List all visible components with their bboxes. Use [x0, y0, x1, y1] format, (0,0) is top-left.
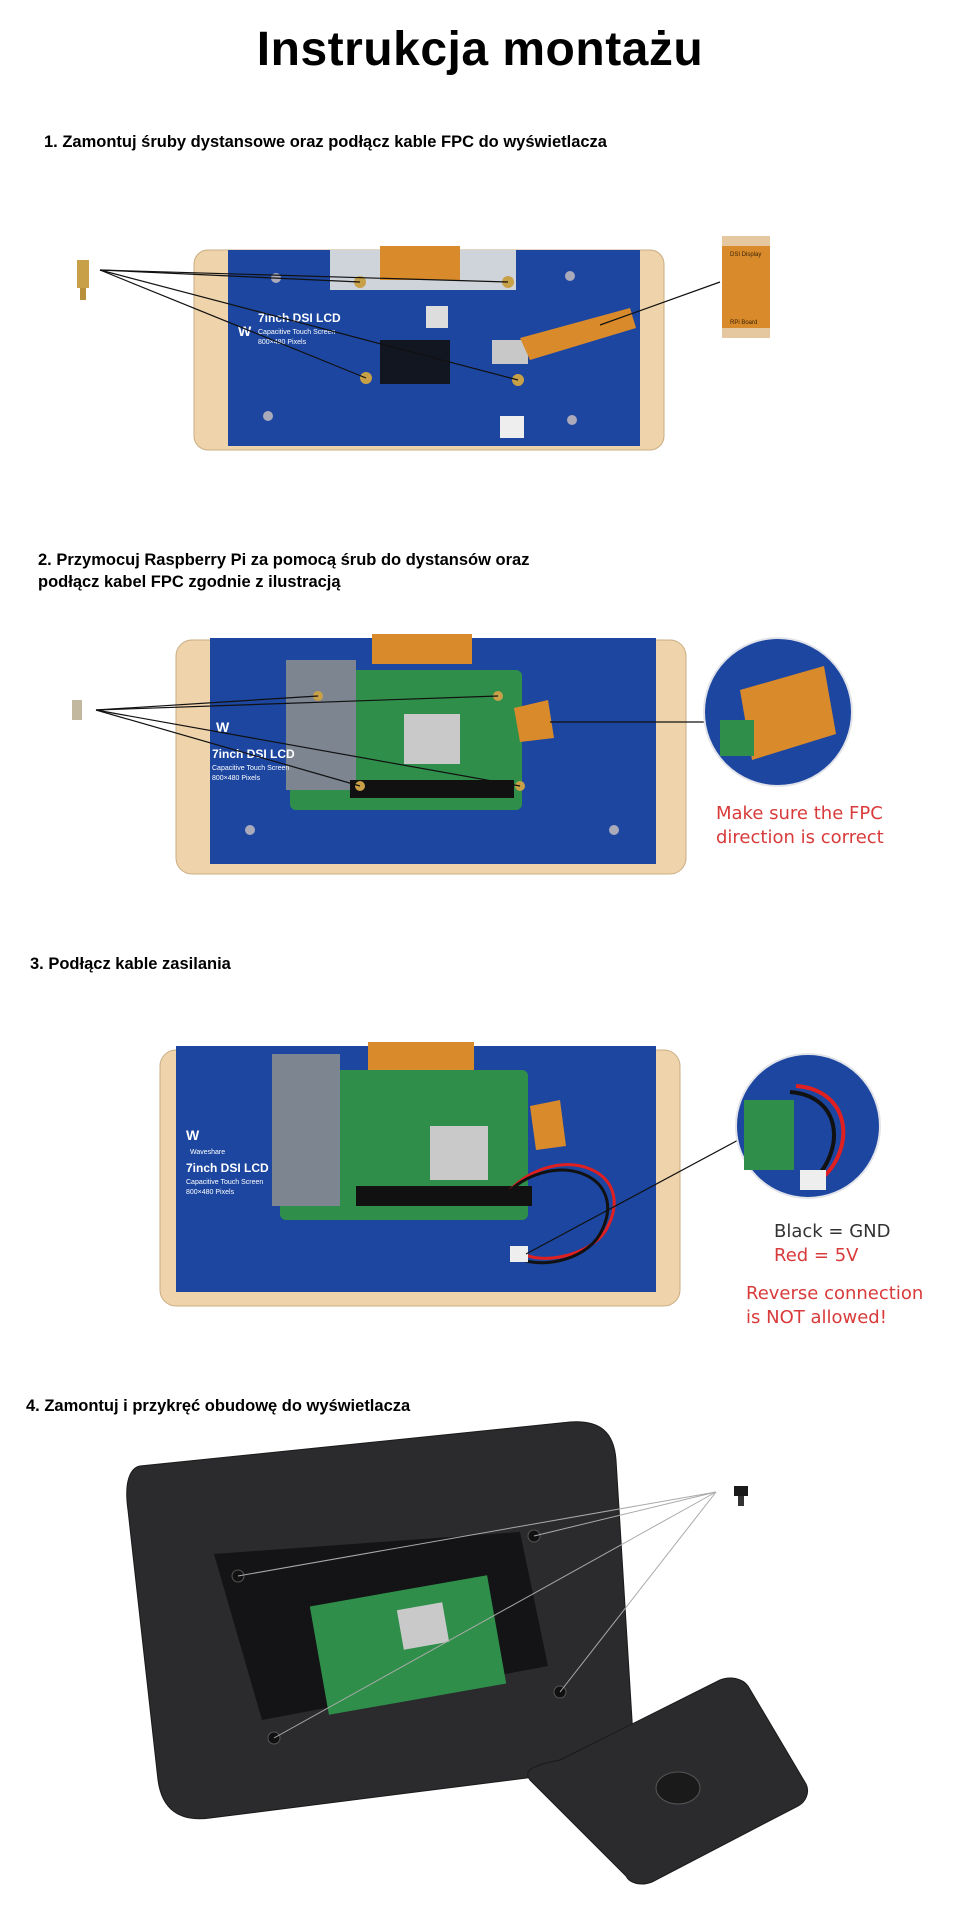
- top-fpc-connector: [368, 1042, 474, 1072]
- step-1-heading: 1. Zamontuj śruby dystansowe oraz podłąc…: [44, 133, 607, 151]
- usb-ports: [286, 660, 356, 790]
- dsi-port: [492, 340, 528, 364]
- reverse-warning-line-1: Reverse connection: [746, 1283, 924, 1304]
- soc-chip: [396, 1602, 450, 1650]
- standoff-part-icon: [77, 260, 89, 288]
- raspberry-pi-board: [280, 1070, 528, 1220]
- step-1-illustration: W 7inch DSI LCD Capacitive Touch Screen …: [77, 236, 770, 451]
- screw-part-icon: [72, 700, 82, 720]
- fpc-zoom-ribbon: [740, 666, 836, 760]
- power-header: [510, 1246, 528, 1262]
- red-wire: [508, 1163, 616, 1260]
- fpc-note-line-2: direction is correct: [716, 827, 884, 848]
- fpc-top-label: DSI Display: [730, 252, 761, 258]
- top-fpc-connector: [380, 246, 460, 280]
- brand-label: Waveshare: [190, 1149, 225, 1156]
- board-subtitle: Capacitive Touch Screen: [212, 765, 289, 772]
- board-title: 7inch DSI LCD: [258, 311, 341, 325]
- step-3-illustration: W Waveshare 7inch DSI LCD Capacitive Tou…: [159, 1042, 881, 1307]
- reverse-warning-line-2: is NOT allowed!: [746, 1307, 887, 1328]
- board-resolution: 800×480 Pixels: [186, 1189, 235, 1196]
- chip-icon: [426, 306, 448, 328]
- fpc-ribbon: [514, 700, 554, 742]
- step-4-illustration: [126, 1421, 809, 1885]
- fpc-note-line-1: Make sure the FPC: [716, 803, 883, 824]
- step-2-illustration: W 7inch DSI LCD Capacitive Touch Screen …: [72, 634, 853, 875]
- power-header: [500, 416, 524, 438]
- soc-chip: [430, 1126, 488, 1180]
- black-wire-note: Black = GND: [774, 1221, 891, 1242]
- board-subtitle: Capacitive Touch Screen: [186, 1179, 263, 1186]
- black-wire: [504, 1168, 609, 1265]
- board-resolution: 800×480 Pixels: [258, 339, 307, 346]
- waveshare-logo: W: [186, 1127, 200, 1143]
- red-wire-note: Red = 5V: [774, 1245, 859, 1266]
- board-resolution: 800×480 Pixels: [212, 775, 261, 782]
- waveshare-logo: W: [216, 719, 230, 735]
- fpc-bottom-label: RPi Board: [730, 320, 757, 326]
- step-2-heading-line-2: podłącz kabel FPC zgodnie z ilustracją: [38, 573, 341, 591]
- top-fpc-connector: [372, 634, 472, 664]
- fpc-ribbon: [530, 1100, 566, 1150]
- page-title: Instrukcja montażu: [256, 23, 704, 76]
- fpc-cable-icon: [722, 236, 770, 338]
- screw-part-icon: [734, 1486, 748, 1496]
- step-2-heading-line-1: 2. Przymocuj Raspberry Pi za pomocą śrub…: [38, 551, 530, 569]
- board-title: 7inch DSI LCD: [186, 1161, 269, 1175]
- usb-ports: [272, 1054, 340, 1206]
- step-3-heading: 3. Podłącz kable zasilania: [30, 955, 231, 973]
- fpc-ribbon: [520, 308, 636, 360]
- gpio-header: [350, 780, 514, 798]
- gpio-header: [356, 1186, 532, 1206]
- step-4-heading: 4. Zamontuj i przykręć obudowę do wyświe…: [26, 1397, 411, 1415]
- board-subtitle: Capacitive Touch Screen: [258, 329, 335, 336]
- soc-chip: [404, 714, 460, 764]
- board-title: 7inch DSI LCD: [212, 747, 295, 761]
